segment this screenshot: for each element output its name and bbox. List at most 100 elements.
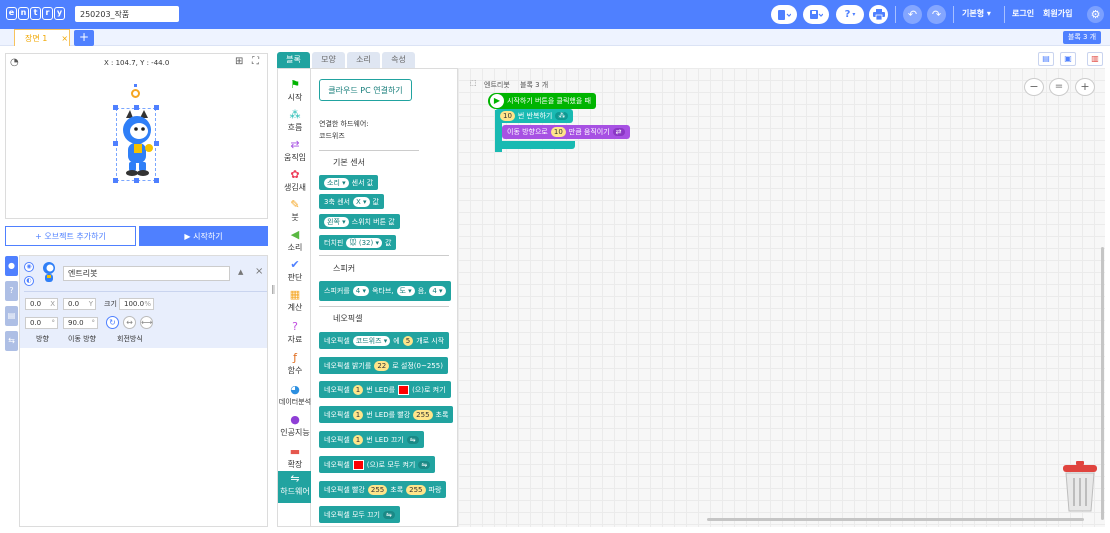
block-switch-button[interactable]: 왼쪽 ▾스위치 버튼 값 <box>319 214 400 229</box>
undo-button[interactable]: ↶ <box>903 5 922 24</box>
size-input[interactable]: 100.0% <box>119 298 154 310</box>
entrybot-sprite[interactable] <box>118 110 156 180</box>
dropdown[interactable]: 4 ▾ <box>429 286 446 296</box>
comment-icon[interactable]: ▣ <box>1060 52 1076 66</box>
trash-can-icon[interactable] <box>1062 461 1098 513</box>
settings-button[interactable]: ⚙ <box>1087 6 1104 23</box>
resize-handle[interactable] <box>113 105 118 110</box>
category-start[interactable]: ⚑시작 <box>278 77 312 106</box>
hardware-extension-icon[interactable]: ▥ <box>1087 52 1103 66</box>
tab-scene-1[interactable]: 장면 1 × <box>14 29 70 46</box>
zoom-out-button[interactable]: − <box>1024 78 1044 96</box>
block-neopixel-all-color[interactable]: 네오픽셀(으)로 모두 켜기⇋ <box>319 456 436 473</box>
resize-handle[interactable] <box>154 105 159 110</box>
entry-logo[interactable]: e n t r y <box>6 7 65 20</box>
dropdown[interactable]: 🐭 (32) ▾ <box>346 237 382 248</box>
rotate-none-icon[interactable]: ⟷ <box>140 316 153 329</box>
login-link[interactable]: 로그인 <box>1012 9 1035 18</box>
rotate-handle-icon[interactable] <box>131 89 140 98</box>
grid-icon[interactable]: ⊞ <box>235 56 244 67</box>
connect-pc-button[interactable]: 클라우드 PC 연결하기 <box>319 79 412 101</box>
horizontal-scrollbar[interactable] <box>707 518 1084 521</box>
visibility-icon[interactable]: ◉ <box>24 262 34 272</box>
number-input[interactable]: 255 <box>367 484 388 495</box>
resize-handle[interactable] <box>134 84 137 87</box>
redo-button[interactable]: ↷ <box>927 5 946 24</box>
add-object-button[interactable]: + 오브젝트 추가하기 <box>5 226 136 246</box>
delete-object-icon[interactable]: × <box>255 266 264 277</box>
category-calc[interactable]: ▦계산 <box>278 287 312 316</box>
rotate-horizontal-icon[interactable]: ↔ <box>123 316 136 329</box>
number-input[interactable]: 5 <box>402 335 414 346</box>
category-flow[interactable]: ⁂흐름 <box>278 107 312 136</box>
color-picker-swatch[interactable] <box>398 384 410 395</box>
dropdown[interactable]: 도 ▾ <box>396 286 415 296</box>
zoom-in-button[interactable]: + <box>1075 78 1095 96</box>
hardware-tab[interactable]: ⇆ <box>5 331 18 351</box>
start-button[interactable]: ▶ 시작하기 <box>139 226 268 246</box>
category-data-analysis[interactable]: ◕데이터분석 <box>278 382 312 411</box>
tab-blocks[interactable]: 블록 <box>277 52 310 68</box>
category-looks[interactable]: ✿생김새 <box>278 167 312 196</box>
dropdown[interactable]: 소리 ▾ <box>324 177 349 188</box>
dropdown[interactable]: 4 ▾ <box>352 286 369 296</box>
object-tab[interactable]: ● <box>5 256 18 276</box>
number-input[interactable]: 255 <box>406 484 426 495</box>
block-neopixel-all-off[interactable]: 네오픽셀 모두 끄기⇋ <box>319 506 400 523</box>
number-input[interactable]: 22 <box>374 360 390 371</box>
category-data[interactable]: ?자료 <box>278 319 312 348</box>
number-input[interactable]: 1 <box>352 384 364 395</box>
dropdown[interactable]: X ▾ <box>353 196 370 207</box>
collapse-icon[interactable]: ▲ <box>238 268 244 276</box>
resize-handle[interactable] <box>134 105 139 110</box>
color-picker-swatch[interactable] <box>352 459 364 470</box>
add-scene-button[interactable]: + <box>74 30 94 46</box>
tab-shapes[interactable]: 모양 <box>312 52 345 68</box>
zoom-reset-button[interactable]: = <box>1049 78 1069 96</box>
number-input[interactable]: 255 <box>413 409 433 420</box>
console-tab[interactable]: ▤ <box>5 306 18 326</box>
lock-icon[interactable]: ◐ <box>24 276 34 286</box>
tab-properties[interactable]: 속성 <box>382 52 415 68</box>
tab-sounds[interactable]: 소리 <box>347 52 380 68</box>
block-touch-pin[interactable]: 터치핀🐭 (32) ▾값 <box>319 235 397 250</box>
project-title-input[interactable] <box>75 6 179 22</box>
block-when-start-clicked[interactable]: ▶ 시작하기 버튼을 클릭했을 때 <box>488 93 596 109</box>
signup-link[interactable]: 회원가입 <box>1043 9 1073 18</box>
resize-handle[interactable] <box>154 178 159 183</box>
category-extension[interactable]: ▬확장 <box>278 444 312 473</box>
move-direction-input[interactable]: 90.0° <box>63 317 98 329</box>
block-repeat[interactable]: 10 번 반복하기 ⁂ <box>495 109 574 123</box>
file-menu-button[interactable] <box>771 5 797 24</box>
resize-handle[interactable] <box>134 178 139 183</box>
block-move-direction[interactable]: 이동 방향으로 10 만큼 움직이기 ⇄ <box>502 125 630 139</box>
resize-handle[interactable] <box>154 141 159 146</box>
category-sound[interactable]: ◀소리 <box>278 227 312 256</box>
direction-input[interactable]: 0.0° <box>25 317 58 329</box>
vertical-scrollbar[interactable] <box>1101 247 1104 520</box>
repeat-count-input[interactable]: 10 <box>500 111 515 121</box>
category-motion[interactable]: ⇄움직임 <box>278 137 312 166</box>
move-amount-input[interactable]: 10 <box>550 127 566 137</box>
category-judgement[interactable]: ✔판단 <box>278 257 312 286</box>
category-hardware[interactable]: ⇋하드웨어 <box>278 471 312 503</box>
dropdown[interactable]: 코드위즈 ▾ <box>352 335 391 346</box>
block-view-toggle-icon[interactable]: ▤ <box>1038 52 1054 66</box>
rotate-free-icon[interactable]: ↻ <box>106 316 119 329</box>
resize-handle[interactable] <box>113 178 118 183</box>
fullscreen-icon[interactable]: ⛶ <box>252 56 259 67</box>
close-icon[interactable]: × <box>61 33 69 43</box>
number-input[interactable]: 1 <box>352 409 364 420</box>
help-tab[interactable]: ? <box>5 281 18 301</box>
block-sound-sensor[interactable]: 소리 ▾센서 값 <box>319 175 379 190</box>
